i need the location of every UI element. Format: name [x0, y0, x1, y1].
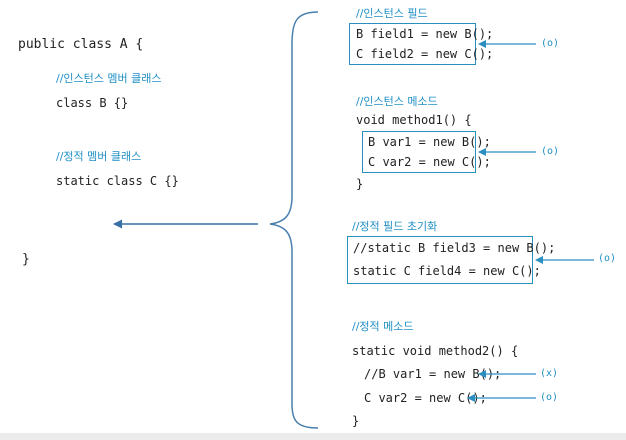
method2-header: static void method2() {	[352, 344, 519, 358]
instance-method-box	[362, 131, 476, 173]
comment-instance-field: //인스턴스 필드	[356, 7, 428, 20]
mark-instance-field: (o)	[541, 38, 560, 49]
comment-instance-member-class: //인스턴스 멤버 클래스	[56, 72, 162, 85]
field1-line: B field1 = new B();	[356, 27, 494, 41]
mark-static-method-var2: (o)	[540, 392, 559, 403]
class-a-close-brace: }	[22, 252, 30, 267]
mark-static-method-var1: (x)	[540, 368, 559, 379]
field2-line: C field2 = new C();	[356, 47, 494, 61]
static-field-box	[347, 236, 533, 284]
comment-static-field-init: //정적 필드 초기화	[352, 220, 438, 233]
instance-field-box	[349, 23, 476, 65]
method2-close-brace: }	[352, 414, 360, 428]
mark-static-field: (o)	[598, 253, 617, 264]
mark-instance-method: (o)	[541, 146, 560, 157]
comment-static-method: //정적 메소드	[352, 320, 414, 333]
class-c-declaration: static class C {}	[56, 174, 179, 188]
field4-line: static C field4 = new C();	[353, 264, 541, 278]
method1-var1-line: B var1 = new B();	[368, 135, 491, 149]
method1-header: void method1() {	[356, 113, 472, 127]
curly-brace	[269, 11, 319, 429]
comment-static-member-class: //정적 멤버 클래스	[56, 150, 142, 163]
method1-close-brace: }	[356, 177, 364, 191]
class-a-declaration: public class A {	[18, 37, 144, 52]
comment-instance-method: //인스턴스 메소드	[356, 95, 438, 108]
field3-line: //static B field3 = new B();	[353, 241, 556, 255]
method1-var2-line: C var2 = new C();	[368, 155, 491, 169]
bottom-strip	[0, 433, 626, 440]
class-b-declaration: class B {}	[56, 96, 129, 110]
